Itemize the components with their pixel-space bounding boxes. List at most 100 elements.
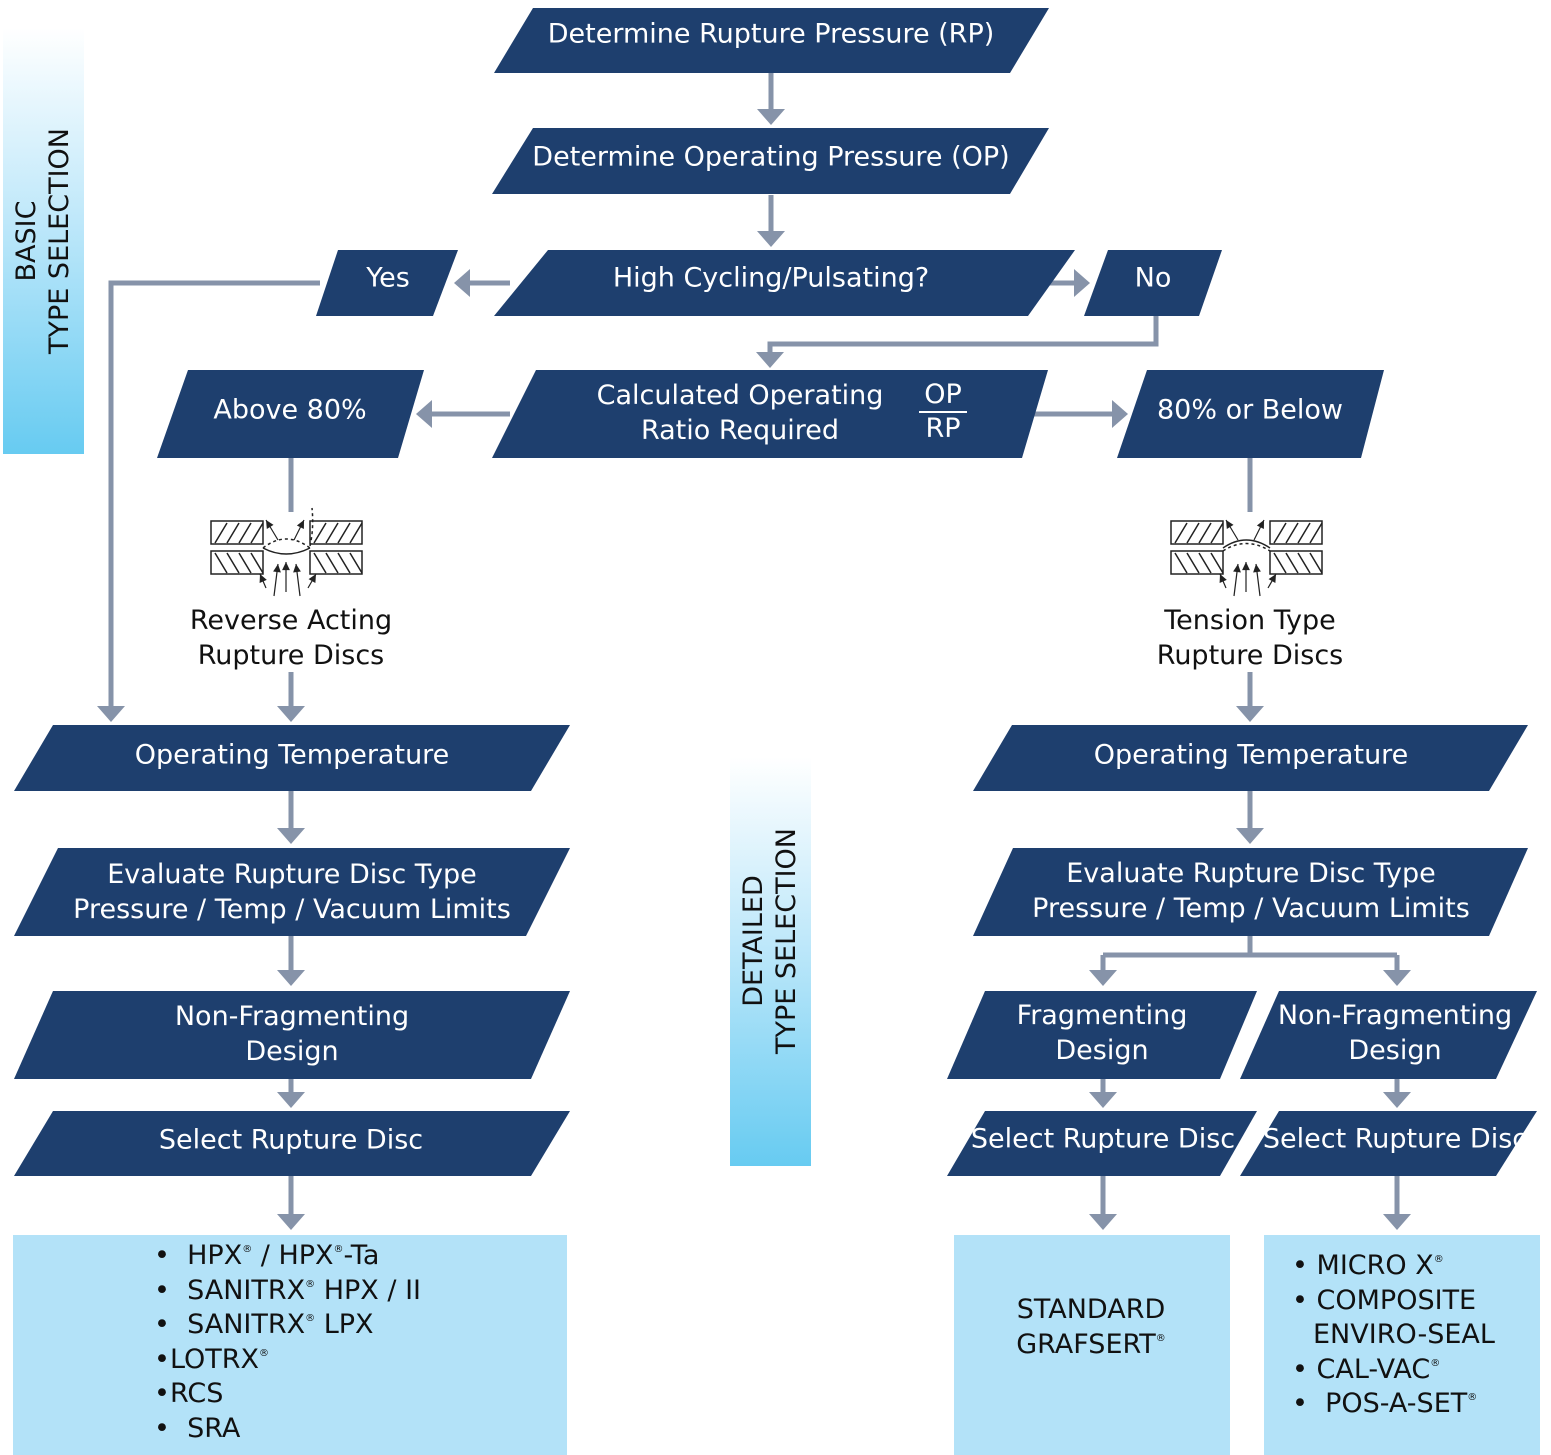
reverse-acting-disc-pressure-arrowhead	[273, 564, 281, 573]
answer-no: No	[1134, 262, 1172, 294]
box-operating-pressure	[492, 128, 1049, 194]
reverse-acting-disc-hatch	[226, 522, 240, 544]
box-right-evaluate	[973, 848, 1528, 936]
arrowhead	[1383, 970, 1411, 986]
non-fragmenting-design: Non-Fragmenting Design	[1278, 998, 1512, 1068]
reverse-acting-disc-hatch	[250, 552, 264, 574]
reverse-acting-disc-hatch	[214, 522, 228, 544]
left-non-fragmenting: Non-Fragmenting Design	[175, 999, 409, 1069]
tension-type-disc-pressure-arrowhead	[1242, 562, 1250, 571]
arrowhead	[1383, 1214, 1411, 1230]
right-evaluate: Evaluate Rupture Disc Type Pressure / Te…	[1032, 856, 1470, 926]
reverse-acting-disc-hatch	[325, 522, 339, 544]
arrowhead	[416, 400, 432, 428]
reverse-acting-disc-hatch	[238, 552, 252, 574]
tension-type-disc-hatch	[1174, 552, 1188, 574]
result-item: • POS-A-SET®	[1292, 1388, 1478, 1419]
answer-yes: Yes	[366, 262, 410, 294]
box-left-select	[14, 1111, 570, 1176]
tension-type-disc-hatch	[1174, 522, 1188, 544]
result-item: • SRA	[154, 1412, 241, 1444]
reverse-acting-disc-flange-block	[210, 520, 264, 545]
result-item: •RCS	[154, 1378, 224, 1409]
result-item: STANDARD	[1016, 1294, 1166, 1325]
reverse-acting-disc-hatch	[349, 552, 363, 574]
left-design-line1: Non-Fragmenting	[174, 1001, 410, 1032]
arrowhead	[757, 109, 785, 125]
arrowhead	[1383, 1092, 1411, 1108]
tension-type-disc-disc	[1222, 542, 1271, 552]
tension-type-disc-flange-block	[1269, 520, 1323, 545]
arrowhead	[277, 1214, 305, 1230]
result-item: • SANITRX® HPX / II	[154, 1274, 421, 1306]
tension-type-disc-disc	[1222, 539, 1271, 549]
left-evaluate-line1: Evaluate Rupture Disc Type	[107, 859, 477, 890]
result-box-left	[13, 1235, 567, 1455]
reverse-acting-disc-hatch	[337, 522, 351, 544]
detailed-selection-band	[730, 757, 811, 1166]
box-left-design	[14, 991, 570, 1079]
tension-type-disc-pressure-arrowhead	[1219, 574, 1227, 583]
non-fragmenting-line1: Non-Fragmenting	[1277, 1000, 1513, 1031]
right-evaluate-line2: Pressure / Temp / Vacuum Limits	[1032, 893, 1470, 924]
fragmenting-line1: Fragmenting	[1016, 1000, 1188, 1031]
reverse-acting-disc-pressure-arrowhead	[293, 564, 301, 573]
result-item: • SANITRX® LPX	[154, 1309, 374, 1340]
result-item: • CAL-VAC®	[1292, 1353, 1441, 1385]
reverse-acting-disc-pressure-arrowhead	[259, 574, 267, 583]
reverse-acting-disc-hatch	[337, 552, 351, 574]
reverse-acting-disc-hatch	[325, 552, 339, 574]
arrowhead	[1236, 706, 1264, 722]
reverse-acting-label: Reverse Acting Rupture Discs	[190, 603, 392, 673]
select-fragmenting: Select Rupture Disc	[970, 1123, 1236, 1155]
ratio-line2: Ratio Required	[640, 415, 840, 446]
tension-type-disc-pressure-arrowhead	[1256, 520, 1264, 529]
arrowhead	[1089, 970, 1117, 986]
tension-type-disc-hatch	[1210, 522, 1224, 544]
tension-type-disc-hatch	[1186, 522, 1200, 544]
connector	[767, 316, 1159, 352]
tension-type-disc-hatch	[1273, 522, 1287, 544]
box-ratio	[492, 370, 1048, 458]
box-rupture-pressure	[494, 8, 1049, 73]
box-no	[1084, 250, 1222, 316]
arrowhead	[1112, 400, 1128, 428]
result-list-left: • HPX® / HPX®-Ta • SANITRX® HPX / II • S…	[154, 1239, 421, 1446]
box-high-cycling	[494, 250, 1075, 316]
tension-type-disc-hatch	[1273, 552, 1287, 574]
result-box-non-fragmenting	[1264, 1235, 1540, 1455]
tension-type-disc-hatch	[1285, 522, 1299, 544]
result-item: •LOTRX®	[154, 1343, 270, 1375]
arrowhead	[277, 1092, 305, 1108]
result-list-non-fragmenting: • MICRO X® • COMPOSITE ENVIRO-SEAL • CAL…	[1292, 1249, 1495, 1422]
basic-label-line2: TYPE SELECTION	[44, 128, 75, 354]
arrowhead	[277, 706, 305, 722]
reverse-acting-disc-pressure-arrowhead	[308, 574, 316, 583]
result-item: • HPX® / HPX®-Ta	[154, 1240, 380, 1271]
arrowhead	[756, 352, 784, 368]
basic-selection-label: BASIC TYPE SELECTION	[10, 128, 76, 354]
arrowhead	[757, 231, 785, 247]
reverse-acting-disc-disc	[262, 547, 311, 555]
left-select-rupture-disc: Select Rupture Disc	[158, 1124, 424, 1156]
tension-type-disc-hatch	[1309, 522, 1323, 544]
detailed-label-line2: TYPE SELECTION	[771, 828, 802, 1054]
reverse-acting-disc-hatch	[313, 552, 327, 574]
box-yes	[316, 250, 458, 316]
tension-type-disc-pressure-arrowhead	[1253, 564, 1261, 573]
tension-type-disc-hatch	[1186, 552, 1200, 574]
tension-line2: Rupture Discs	[1156, 640, 1344, 671]
result-item: ENVIRO-SEAL	[1313, 1319, 1495, 1350]
non-fragmenting-line2: Design	[1348, 1035, 1442, 1066]
fragmenting-line2: Design	[1055, 1035, 1149, 1066]
right-evaluate-line1: Evaluate Rupture Disc Type	[1066, 858, 1436, 889]
arrowhead	[97, 706, 125, 722]
step-operating-pressure: Determine Operating Pressure (OP)	[532, 141, 1010, 173]
connector	[108, 280, 320, 706]
basic-label-line1: BASIC	[11, 200, 42, 282]
ratio-line1: Calculated Operating	[596, 380, 884, 411]
reverse-acting-disc-hatch	[214, 552, 228, 574]
left-evaluate-line2: Pressure / Temp / Vacuum Limits	[73, 894, 511, 925]
